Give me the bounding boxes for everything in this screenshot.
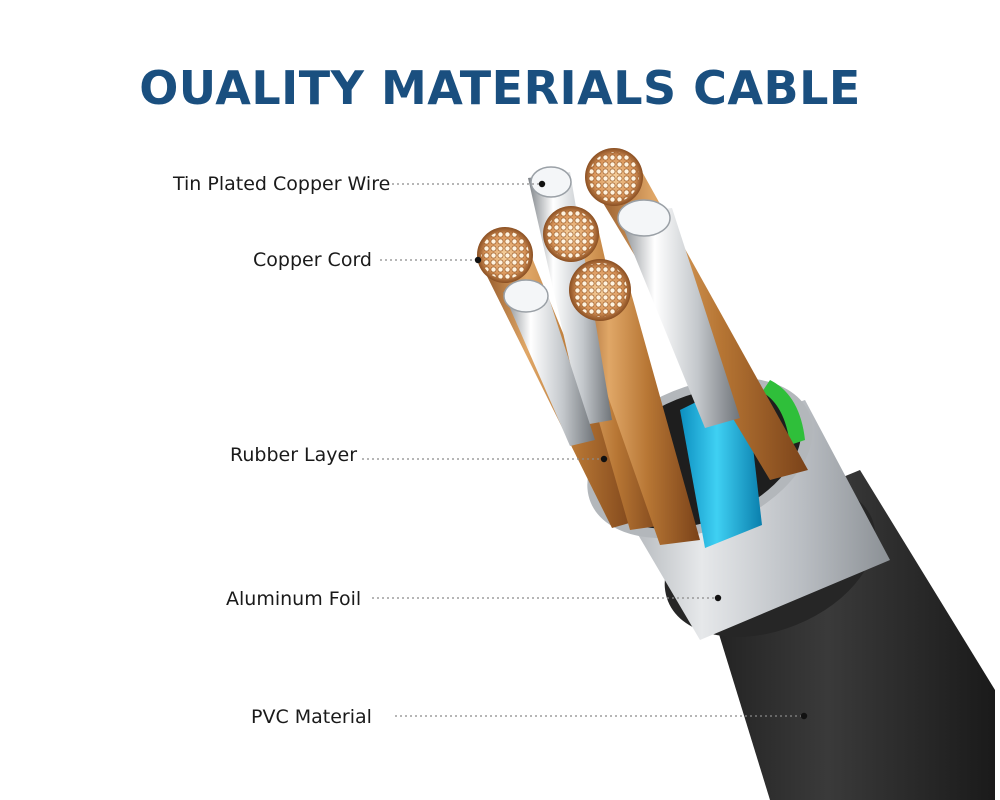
label-aluminum-foil: Aluminum Foil <box>226 588 362 610</box>
leader-dot-rubber-layer <box>600 455 608 463</box>
page-title: OUALITY MATERIALS CABLE <box>139 61 861 115</box>
leader-dot-tin-plated <box>538 180 546 188</box>
label-tin-plated-copper-wire: Tin Plated Copper Wire <box>173 173 391 195</box>
label-copper-cord: Copper Cord <box>253 249 372 271</box>
leader-dot-copper-cord <box>474 256 482 264</box>
label-pvc-material: PVC Material <box>251 706 372 728</box>
leader-dot-pvc-material <box>800 712 808 720</box>
copper-bundle-ends <box>477 148 643 321</box>
green-rubber-layer <box>762 380 805 445</box>
label-rubber-layer: Rubber Layer <box>230 444 358 466</box>
leader-dot-aluminum-foil <box>714 594 722 602</box>
